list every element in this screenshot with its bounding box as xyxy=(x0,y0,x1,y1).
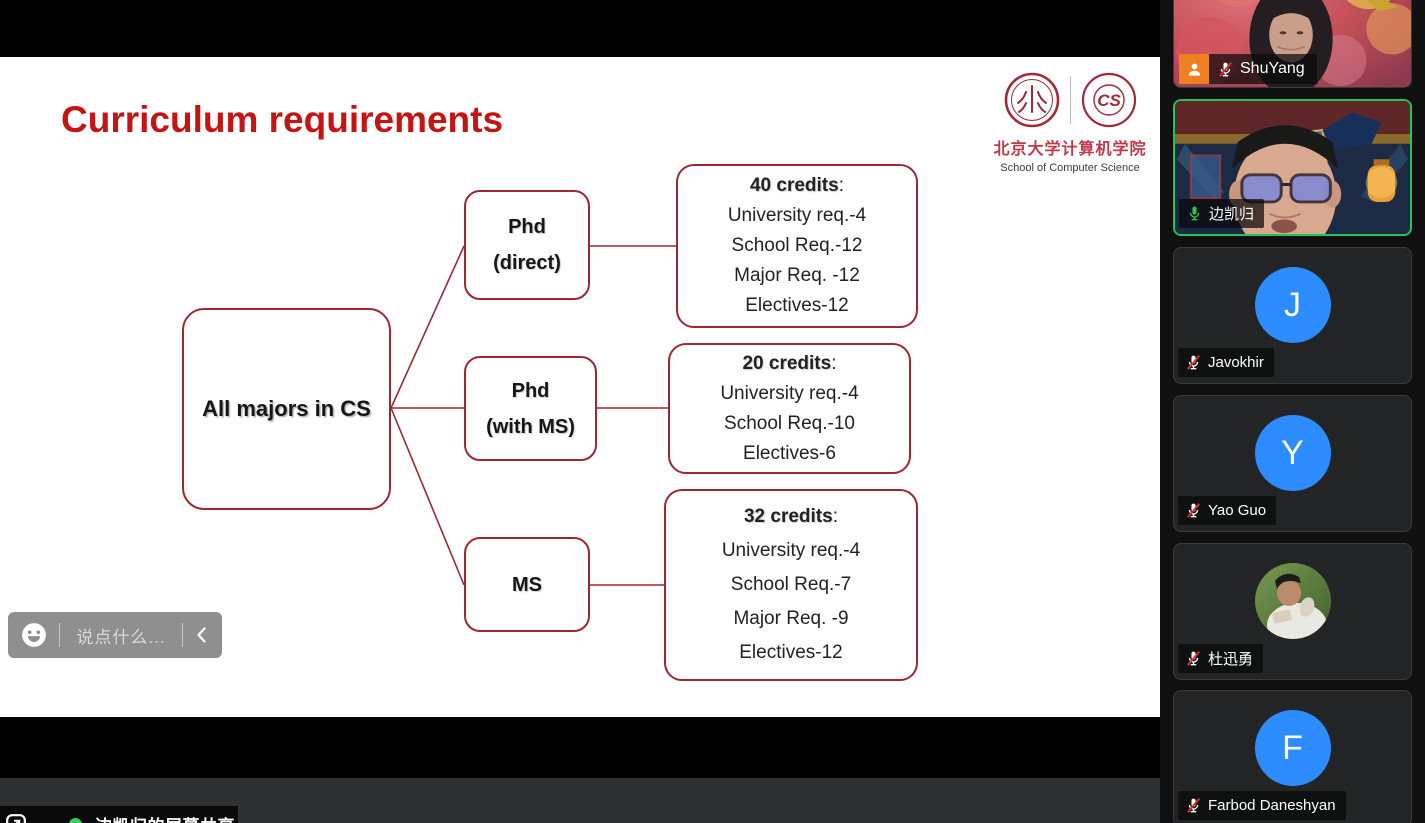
credits-item: School Req.-7 xyxy=(730,574,852,595)
credits-title: 32 credits: xyxy=(743,506,838,527)
share-banner-text: 边凯归的屏幕共享 xyxy=(95,812,235,823)
logo-seals: CS xyxy=(988,71,1152,129)
credits-item: Electives-6 xyxy=(743,442,836,464)
credits-item: Major Req. -12 xyxy=(734,265,860,286)
mic-live-icon xyxy=(1189,206,1200,221)
mic-muted-icon xyxy=(1187,355,1200,370)
participants-panel: ShuYang xyxy=(1160,0,1425,823)
name-label: Farbod Daneshyan xyxy=(1178,791,1346,820)
credits-box-ms: 32 credits: University req.-4 School Req… xyxy=(664,489,918,681)
credits-item: School Req.-10 xyxy=(724,412,855,434)
peking-university-seal-icon xyxy=(1004,72,1059,128)
attendee-badge-icon xyxy=(1179,54,1209,84)
participant-tile-farbod[interactable]: F Farbod Daneshyan xyxy=(1173,690,1412,823)
school-name-en: School of Computer Science xyxy=(1000,162,1140,174)
name-label: Yao Guo xyxy=(1178,496,1277,525)
diagram-root-box: All majors in CS xyxy=(182,308,391,510)
participant-tile-yaoguo[interactable]: Y Yao Guo xyxy=(1173,395,1412,532)
credits-item: University req.-4 xyxy=(727,205,867,226)
logo-divider xyxy=(1069,76,1071,124)
letterbox-top xyxy=(0,0,1160,57)
diagram-branch-box-ms: MS xyxy=(464,537,590,632)
chatbar-divider xyxy=(59,623,60,647)
branch-label: Phd (direct) xyxy=(493,216,561,274)
participant-name: Yao Guo xyxy=(1208,502,1267,519)
participant-tile-shuyang[interactable]: ShuYang xyxy=(1173,0,1412,88)
slide-title: Curriculum requirements xyxy=(61,99,504,140)
branch-label: MS xyxy=(512,573,542,596)
branch-label: Phd (with MS) xyxy=(486,379,575,438)
credits-item: School Req.-12 xyxy=(731,235,863,256)
participant-tile-javokhir[interactable]: J Javokhir xyxy=(1173,247,1412,384)
chatbar-divider xyxy=(182,623,183,647)
diagram-branch-box-phd-direct: Phd (direct) xyxy=(464,190,590,300)
sharing-active-dot xyxy=(69,817,82,823)
diagram-branch-box-phd-with-ms: Phd (with MS) xyxy=(464,356,597,461)
participant-name: 边凯归 xyxy=(1209,206,1255,223)
mic-muted-icon xyxy=(1187,651,1200,666)
share-screen-icon xyxy=(6,814,26,823)
avatar: Y xyxy=(1254,415,1331,491)
participant-name: Farbod Daneshyan xyxy=(1208,797,1336,814)
school-name-cn: 北京大学计算机学院 xyxy=(993,141,1147,158)
cs-seal-text: CS xyxy=(1097,91,1121,110)
shared-slide: Curriculum requirements CS xyxy=(0,57,1160,717)
name-label: Javokhir xyxy=(1178,348,1274,377)
avatar-photo xyxy=(1254,563,1331,639)
diagram-connectors xyxy=(390,245,676,586)
mic-muted-icon xyxy=(1187,503,1200,518)
credits-item: University req.-4 xyxy=(721,540,861,561)
root-box-label: All majors in CS xyxy=(202,396,371,421)
name-label: 杜迅勇 xyxy=(1178,644,1264,673)
credits-item: Electives-12 xyxy=(745,295,849,316)
computer-science-seal-icon: CS xyxy=(1081,72,1136,128)
emoji-icon[interactable] xyxy=(21,622,47,648)
collapse-chat-icon[interactable] xyxy=(195,626,208,644)
mic-muted-icon xyxy=(1187,798,1200,813)
school-logo-block: CS 北京大学计算机学院 School of Computer Science xyxy=(988,71,1152,174)
chat-quick-bar[interactable]: 说点什么... xyxy=(8,612,222,658)
name-label: 边凯归 xyxy=(1179,199,1265,228)
name-label: ShuYang xyxy=(1179,54,1317,84)
participant-name: Javokhir xyxy=(1208,354,1264,371)
credits-title: 40 credits: xyxy=(749,175,844,196)
credits-item: University req.-4 xyxy=(720,382,859,404)
participant-name: ShuYang xyxy=(1240,60,1305,77)
screen-share-banner: 边凯归的屏幕共享 xyxy=(0,806,238,823)
credits-item: Electives-12 xyxy=(739,642,843,663)
credits-box-phd-direct: 40 credits: University req.-4 School Req… xyxy=(676,164,918,328)
avatar: J xyxy=(1254,267,1331,343)
credits-title: 20 credits: xyxy=(742,352,837,374)
video-feed xyxy=(1175,101,1410,234)
letterbox-bottom xyxy=(0,717,1160,778)
participant-tile-biankaigui[interactable]: 边凯归 xyxy=(1173,99,1412,236)
participant-tile-duxunyong[interactable]: 杜迅勇 xyxy=(1173,543,1412,680)
credits-item: Major Req. -9 xyxy=(733,608,849,629)
screen-share-stage: Curriculum requirements CS xyxy=(0,0,1160,823)
mic-muted-icon xyxy=(1219,61,1232,77)
participant-name: 杜迅勇 xyxy=(1208,651,1254,668)
avatar: F xyxy=(1254,710,1331,786)
chat-input[interactable]: 说点什么... xyxy=(76,627,166,647)
credits-box-phd-with-ms: 20 credits: University req.-4 School Req… xyxy=(668,343,911,474)
